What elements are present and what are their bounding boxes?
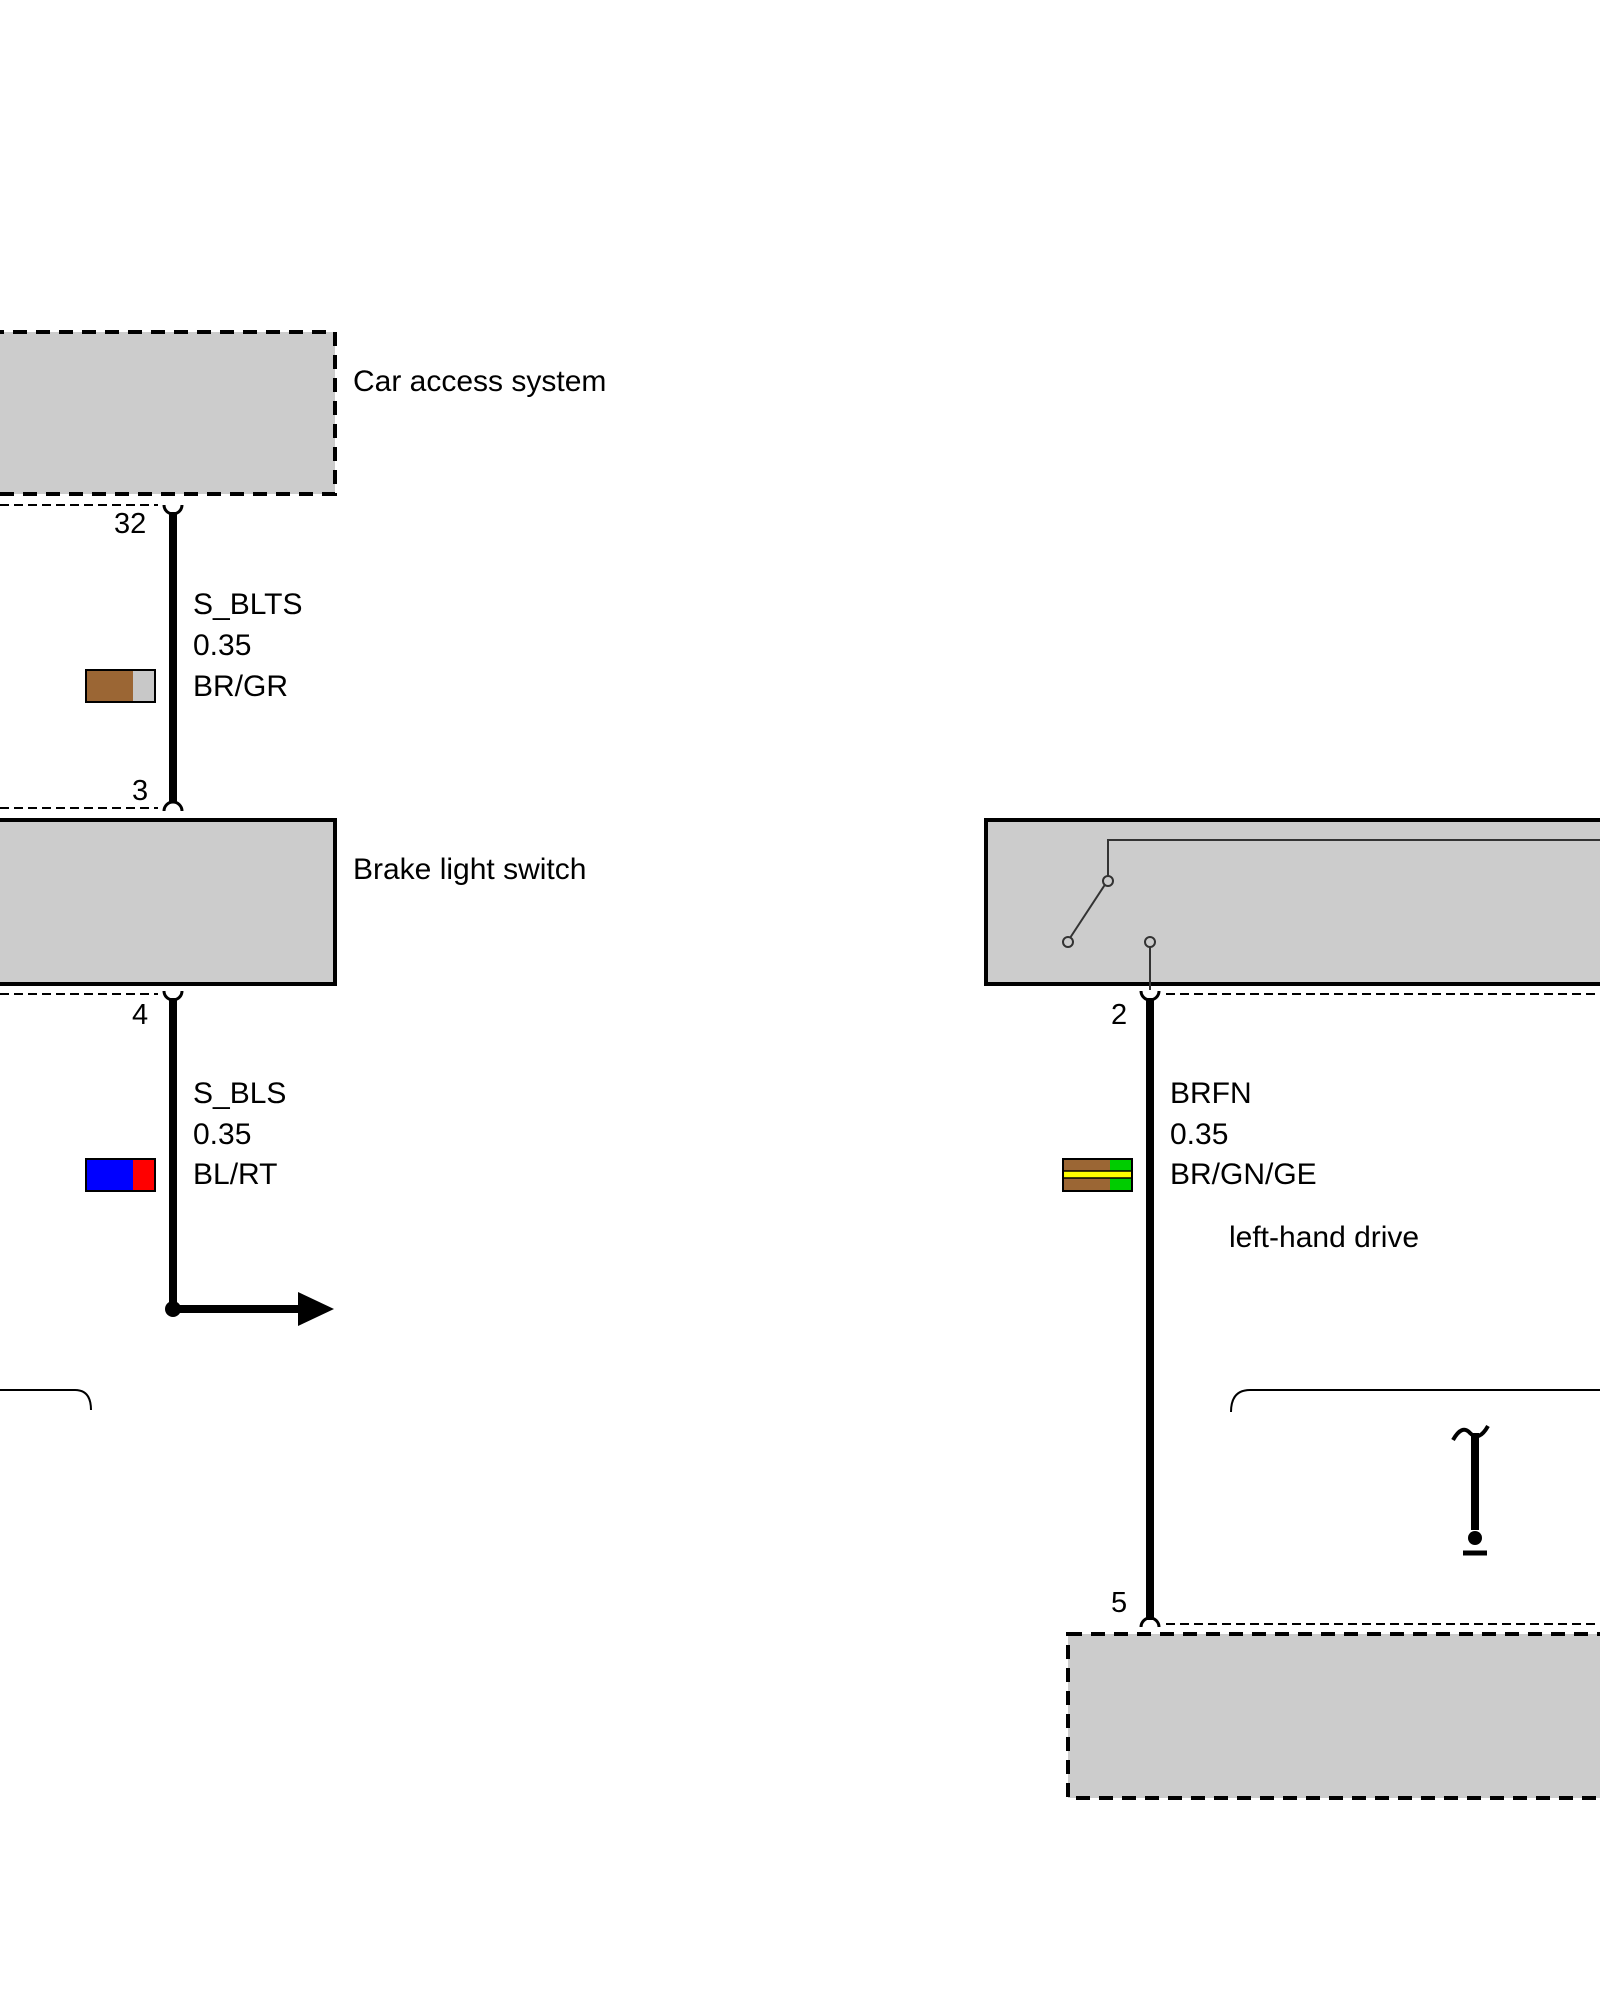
brake-light-switch-box [0,818,337,986]
wire-color-swatch-bl-rt [85,1158,156,1192]
brake-light-switch-label: Brake light switch [353,853,586,886]
wire-s-bls-color: BL/RT [193,1158,277,1191]
wire-brfn-signal: BRFN [1170,1077,1252,1110]
wire-s-bls-gauge: 0.35 [193,1118,251,1151]
car-access-system-box [0,330,337,496]
pin-4-label: 4 [132,999,148,1031]
variant-bracket-right [1230,1389,1600,1413]
brake-light-switch-module[interactable] [0,818,337,986]
wire-brfn-color: BR/GN/GE [1170,1158,1317,1191]
pin-5-label: 5 [1111,1587,1127,1619]
wire-s-bls-signal: S_BLS [193,1077,286,1110]
bottom-right-box [1066,1632,1600,1800]
right-switch-module[interactable] [984,818,1600,986]
connector-5-hook [1139,1616,1161,1628]
pin-2-label: 2 [1111,999,1127,1031]
car-access-system-label: Car access system [353,365,606,398]
alternate-connection-icon [1451,1424,1490,1556]
wire-s-blts-color: BR/GR [193,670,288,703]
right-switch-box [984,818,1600,986]
wire-s-blts-signal: S_BLTS [193,588,303,621]
continuation-arrow-icon[interactable] [298,1292,334,1326]
car-access-system-module[interactable] [0,330,337,496]
connector-3-hook [162,800,184,812]
switch-contact-icon [1062,839,1600,990]
variant-bracket-left [0,1389,92,1411]
wire-brfn-gauge: 0.35 [1170,1118,1228,1151]
pin-3-label: 3 [132,775,148,807]
variant-note: left-hand drive [1229,1221,1419,1254]
wire-s-blts-gauge: 0.35 [193,629,251,662]
junction-dot [165,1301,181,1317]
wire-color-swatch-br-gr [85,669,156,703]
bottom-right-module[interactable] [1066,1632,1600,1800]
pin-32-label: 32 [114,508,146,540]
wire-color-swatch-br-gn-ge [1062,1158,1133,1192]
